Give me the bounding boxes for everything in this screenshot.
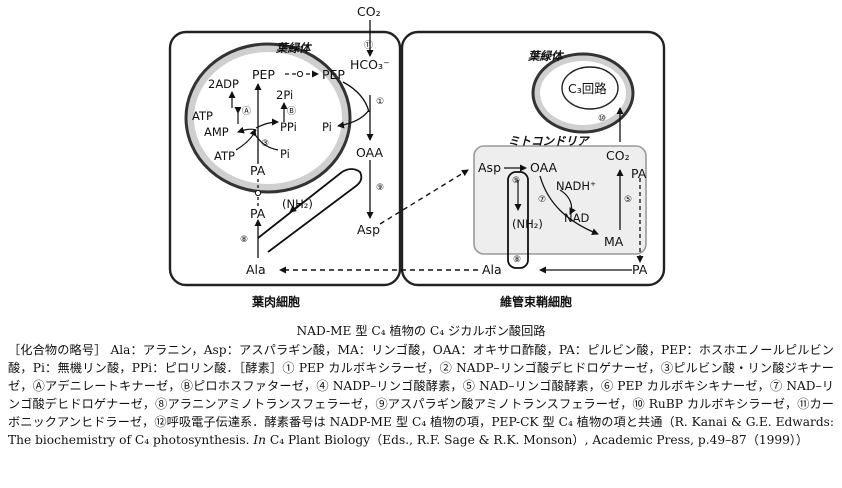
pa-bundle-sheath-bottom-label: PA: [632, 262, 648, 277]
caption-title: NAD-ME 型 C₄ 植物の C₄ ジカルボン酸回路: [296, 324, 546, 338]
caption-body-text: ［化合物の略号］ Ala：アラニン，Asp：アスパラギン酸，MA：リンゴ酸，OA…: [8, 343, 834, 447]
two-pi-label: 2Pi: [276, 88, 293, 102]
pa-bundle-sheath-top-label: PA: [631, 166, 647, 181]
enzyme-10-label: ⑩: [598, 114, 606, 124]
bundle-sheath-chloroplast-label: 葉緑体: [527, 49, 565, 63]
enzyme-9-bundle-sheath-label: ⑨: [512, 176, 520, 186]
hco3-label: HCO₃⁻: [350, 57, 390, 72]
pep-left-label: PEP: [252, 67, 275, 82]
pi-low-label: Pi: [280, 147, 290, 161]
mitochondrion: [473, 145, 647, 255]
caption-body: ［化合物の略号］ Ala：アラニン，Asp：アスパラギン酸，MA：リンゴ酸，OA…: [8, 341, 834, 449]
enzyme-8-mesophyll-label: ⑧: [240, 235, 248, 245]
nad-label: NAD: [564, 211, 589, 225]
pa-chloroplast-label: PA: [250, 163, 266, 178]
enzyme-5-label: ⑤: [624, 195, 632, 205]
oaa-bundle-sheath-label: OAA: [530, 160, 558, 175]
c3-cycle-circle: [561, 66, 619, 110]
ala-mesophyll-label: Ala: [246, 262, 266, 277]
mesophyll-chloroplast-label: 葉緑体: [275, 41, 313, 55]
mitochondria-label: ミトコンドリア: [508, 134, 590, 148]
co2-bundle-sheath-label: CO₂: [606, 148, 630, 163]
pi-mid-label: Pi: [322, 120, 332, 134]
asp-bundle-sheath-label: Asp: [478, 160, 501, 175]
ma-label: MA: [604, 234, 624, 249]
ppi-label: PPi: [280, 120, 297, 134]
bundle-sheath-cell: [400, 30, 666, 287]
caption-ref-tail: C₄ Plant Biology（Eds., R.F. Sage & R.K. …: [266, 433, 809, 447]
nh2-bundle-sheath-label: (NH₂): [512, 217, 543, 231]
nadh-label: NADH⁺: [556, 179, 596, 193]
asp-mesophyll-label: Asp: [357, 222, 380, 237]
mesophyll-cell-label: 葉肉細胞: [251, 294, 300, 309]
c4-pathway-diagram: CO₂ ⑪ HCO₃⁻ PEP PEP ① Pi OAA ⑨ Asp 2ADP …: [168, 4, 666, 309]
enzyme-3a-label: Ⓐ: [242, 106, 251, 117]
amp-label: AMP: [204, 125, 229, 139]
oaa-label: OAA: [356, 145, 384, 160]
co2-top-label: CO₂: [357, 4, 381, 19]
enzyme-8-bundle-sheath-label: ⑧: [513, 255, 521, 265]
atp-top-label: ATP: [192, 109, 213, 123]
enzyme-1-label: ①: [376, 97, 384, 107]
enzyme-9-mesophyll-label: ⑨: [376, 183, 384, 193]
caption-ref-in: In: [253, 433, 266, 447]
mesophyll-cell: [168, 30, 402, 287]
bundle-sheath-cell-label: 維管束鞘細胞: [500, 294, 572, 309]
ala-bundle-sheath-label: Ala: [482, 262, 502, 277]
nh2-mesophyll-label: (NH₂): [282, 197, 313, 211]
c3-cycle-label: C₃回路: [568, 81, 607, 96]
atp-bottom-label: ATP: [214, 149, 235, 163]
enzyme-7-label: ⑦: [538, 195, 546, 205]
enzyme-11-label: ⑪: [364, 40, 373, 51]
enzyme-3b-label: Ⓑ: [287, 106, 296, 117]
pa-mesophyll-label: PA: [250, 206, 266, 221]
two-adp-label: 2ADP: [208, 77, 239, 91]
figure-caption: NAD-ME 型 C₄ 植物の C₄ ジカルボン酸回路 ［化合物の略号］ Ala…: [8, 322, 834, 449]
pep-right-label: PEP: [322, 67, 345, 82]
enzyme-3-label: ③: [261, 139, 269, 149]
